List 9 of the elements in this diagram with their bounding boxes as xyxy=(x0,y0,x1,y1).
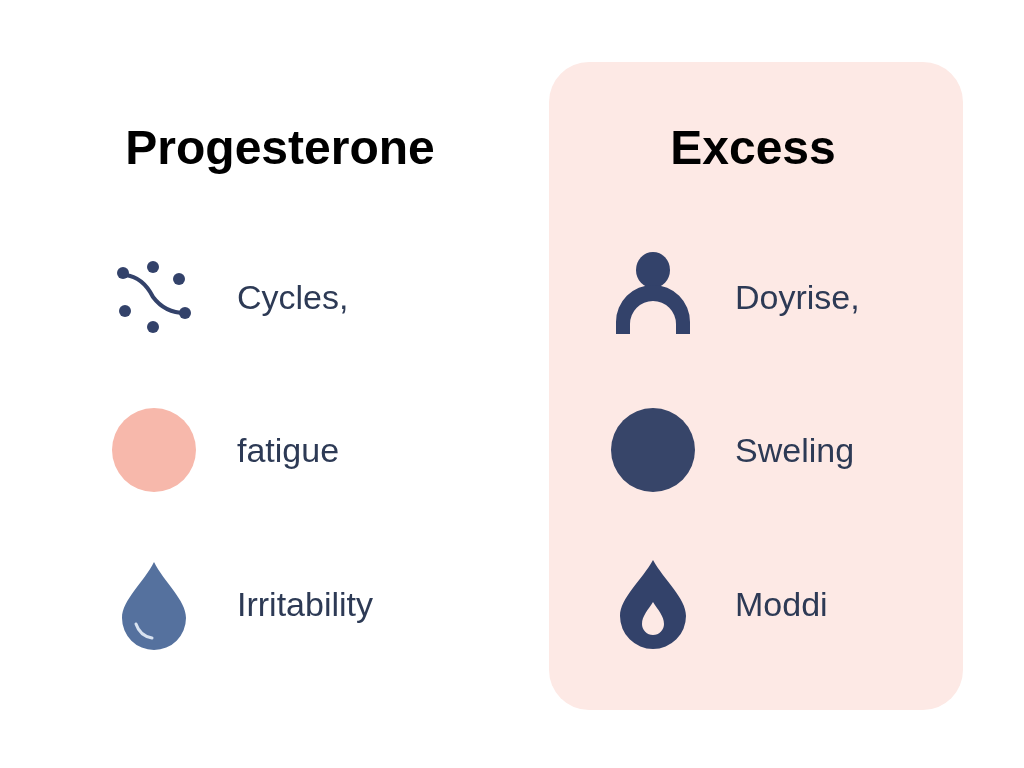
column-heading: Progesterone xyxy=(125,124,435,172)
column-heading: Excess xyxy=(670,124,836,172)
symptom-label: fatigue xyxy=(237,433,340,467)
symptom-label: Moddi xyxy=(735,587,828,621)
symptom-label: Irritability xyxy=(237,587,374,621)
symptom-label: Sweling xyxy=(735,433,855,467)
symptom-label: Doyrise, xyxy=(735,280,860,314)
symptom-label: Cycles, xyxy=(237,280,349,314)
panel xyxy=(549,62,963,710)
